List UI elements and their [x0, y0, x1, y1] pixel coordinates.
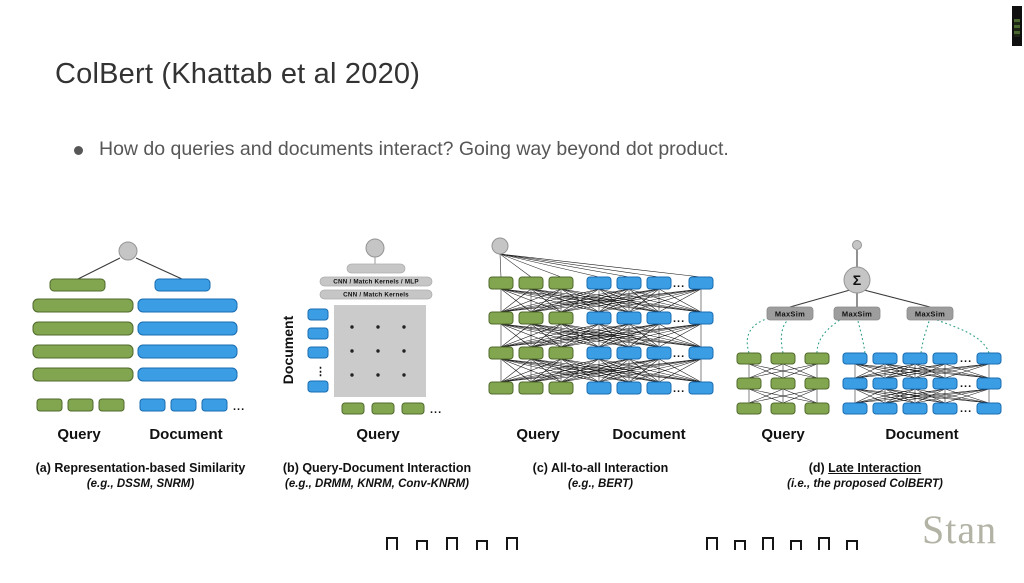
cutoff-glyph — [706, 537, 718, 550]
bullet-icon — [74, 146, 83, 155]
score-node — [118, 241, 138, 261]
cnn-layer-2-label: CNN / Match Kernels — [343, 292, 409, 299]
query-encoder-stack — [32, 278, 134, 412]
maxsim-box — [833, 306, 881, 321]
ellipsis: ... — [673, 348, 685, 360]
cutoff-glyph — [846, 540, 858, 550]
panel-a-caption: (a) Representation-based Similarity — [35, 461, 246, 475]
matrix-dots — [350, 325, 406, 377]
sigma-symbol: Σ — [853, 272, 861, 288]
query-token-grid — [736, 352, 830, 415]
panel-d-caption: (d) Late Interaction — [715, 461, 1015, 475]
score-node — [491, 237, 509, 255]
maxsim-label: MaxSim — [915, 310, 945, 319]
panel-d-subcaption: (i.e., the proposed ColBERT) — [787, 478, 943, 490]
cutoff-glyph — [386, 537, 398, 550]
cutoff-glyph — [734, 540, 746, 550]
vertical-ellipsis: ⋮ — [315, 366, 326, 378]
panel-c-caption: (c) All-to-all Interaction — [532, 461, 669, 475]
panel-query-document-interaction: Document CNN / Match Kernels / MLP CNN /… — [262, 235, 492, 490]
ellipsis: ... — [233, 401, 245, 413]
cutoff-glyph — [762, 537, 774, 550]
cutoff-glyph — [506, 537, 518, 550]
ellipsis: ... — [673, 383, 685, 395]
maxsim-boxes: MaxSim MaxSim MaxSim — [766, 306, 954, 321]
ellipsis: ... — [960, 378, 972, 390]
panel-d-diagram: Σ MaxSim MaxSim MaxSim ... ... ... — [736, 240, 1002, 443]
ellipsis: ... — [430, 404, 442, 416]
panel-a-diagram: ... Query Document — [32, 241, 245, 443]
document-token-column — [307, 308, 329, 393]
cnn-layer-2 — [319, 289, 433, 300]
all-to-all-connections — [500, 323, 702, 348]
document-grid-connections — [854, 363, 990, 379]
maxsim-label: MaxSim — [775, 310, 805, 319]
document-label: Document — [149, 426, 222, 443]
document-label: Document — [885, 426, 958, 443]
ellipsis: ... — [673, 278, 685, 290]
similarity-matrix — [334, 305, 426, 397]
query-grid-connections — [748, 388, 818, 404]
maxsim-box — [906, 306, 954, 321]
cutoff-fragments-left — [386, 537, 536, 551]
ellipsis: ... — [673, 313, 685, 325]
document-grid-connections — [854, 388, 990, 404]
panel-b-subcaption: (e.g., DRMM, KNRM, Conv-KNRM) — [285, 478, 469, 490]
fan-connections — [499, 253, 702, 278]
query-grid-connections — [748, 363, 818, 379]
token-grid — [488, 276, 714, 395]
query-token-row — [341, 402, 425, 415]
bullet-text: How do queries and documents interact? G… — [99, 138, 729, 160]
panel-b-diagram: Document CNN / Match Kernels / MLP CNN /… — [280, 238, 442, 443]
maxsim-label: MaxSim — [842, 310, 872, 319]
slide-title: ColBert (Khattab et al 2020) — [55, 58, 421, 90]
ellipsis: ... — [960, 403, 972, 415]
panel-representation-similarity: ... Query Document (a) Representation-ba… — [18, 235, 263, 490]
cutoff-glyph — [476, 540, 488, 550]
panel-late-interaction: Σ MaxSim MaxSim MaxSim ... ... ... — [715, 235, 1015, 490]
cutoff-glyph — [446, 537, 458, 550]
panel-d-caption-underlined: Late Interaction — [828, 461, 922, 475]
document-token-grid — [842, 352, 1002, 415]
document-axis-label: Document — [280, 315, 296, 384]
query-label: Query — [57, 426, 101, 443]
document-label: Document — [612, 426, 685, 443]
sum-node — [843, 266, 871, 294]
panel-c-diagram: ... ... ... ... Query Document — [488, 237, 714, 443]
all-to-all-connections — [500, 288, 702, 313]
panel-c-subcaption: (e.g., BERT) — [568, 478, 633, 490]
panel-b-caption: (b) Query-Document Interaction — [282, 461, 472, 475]
bullet-item: How do queries and documents interact? G… — [74, 138, 729, 161]
score-node — [365, 238, 385, 258]
panel-d-caption-prefix: (d) — [808, 461, 829, 475]
video-overlay-content — [1014, 19, 1020, 37]
query-label: Query — [516, 426, 560, 443]
cnn-layer-1 — [319, 276, 433, 287]
all-to-all-connections — [500, 358, 702, 383]
video-overlay — [1012, 6, 1022, 46]
mlp-layer — [346, 263, 406, 274]
cutoff-glyph — [790, 540, 802, 550]
cutoff-glyph — [416, 540, 428, 550]
panel-all-to-all-interaction: ... ... ... ... Query Document (c) All-t… — [483, 235, 718, 490]
cnn-layer-1-label: CNN / Match Kernels / MLP — [333, 279, 418, 286]
query-label: Query — [356, 426, 400, 443]
panel-a-subcaption: (e.g., DSSM, SNRM) — [86, 478, 195, 490]
cutoff-fragments-right — [706, 537, 874, 551]
stanford-watermark: Stan — [922, 507, 998, 552]
query-label: Query — [761, 426, 805, 443]
score-node — [852, 240, 862, 250]
document-encoder-stack — [137, 278, 238, 412]
ellipsis: ... — [960, 353, 972, 365]
cutoff-glyph — [818, 537, 830, 550]
maxsim-box — [766, 306, 814, 321]
